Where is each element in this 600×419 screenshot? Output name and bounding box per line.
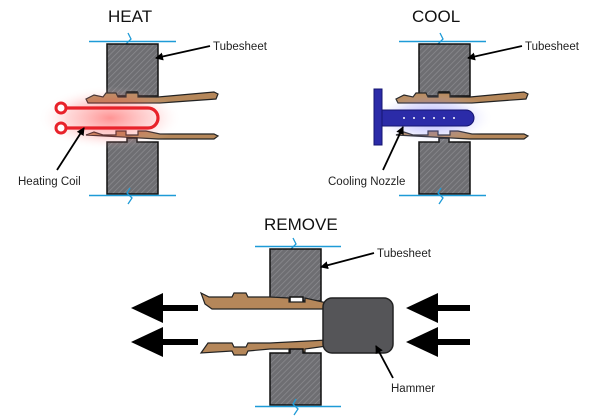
tube-wall-upper (199, 291, 328, 310)
hammer-pointer (375, 345, 394, 379)
zigzag-break-icon (292, 398, 299, 416)
remove-tubesheet-label: Tubesheet (377, 248, 432, 260)
cooling-nozzle-label: Cooling Nozzle (328, 176, 405, 188)
tubesheet-pointer (155, 45, 211, 61)
tubesheet-pointer (467, 45, 523, 61)
left-arrow-icon (406, 293, 470, 323)
hammer-label: Hammer (391, 383, 435, 395)
left-arrow-icon (131, 327, 198, 357)
zigzag-break-icon (437, 187, 444, 205)
zigzag-break-icon (126, 187, 133, 205)
heat-tubesheet-label: Tubesheet (213, 41, 268, 53)
heating-coil-pointer (56, 127, 85, 171)
tubesheet-upper (418, 43, 471, 97)
left-arrow-icon (406, 327, 470, 357)
heating-coil-label: Heating Coil (18, 176, 81, 188)
heat-title: HEAT (108, 7, 152, 26)
cool-panel: COOL Tubesheet Cooling Nozzle (328, 7, 580, 205)
tubesheet-upper (269, 248, 322, 302)
cool-tubesheet-label: Tubesheet (525, 41, 580, 53)
cool-title: COOL (412, 7, 460, 26)
hammer-icon (322, 297, 394, 354)
heat-glow (38, 86, 182, 150)
heating-coil-icon (54, 101, 160, 135)
heat-panel: HEAT Tubesheet Heating Coil (18, 7, 268, 205)
tubesheet-lower (269, 348, 322, 406)
left-arrow-icon (131, 293, 198, 323)
cooling-nozzle-icon (373, 88, 475, 146)
tubesheet-lower (418, 137, 471, 195)
cooling-nozzle-pointer (382, 126, 404, 171)
remove-title: REMOVE (264, 215, 338, 234)
tubesheet-pointer (320, 252, 375, 270)
remove-panel: REMOVE Tubesheet (131, 215, 470, 416)
